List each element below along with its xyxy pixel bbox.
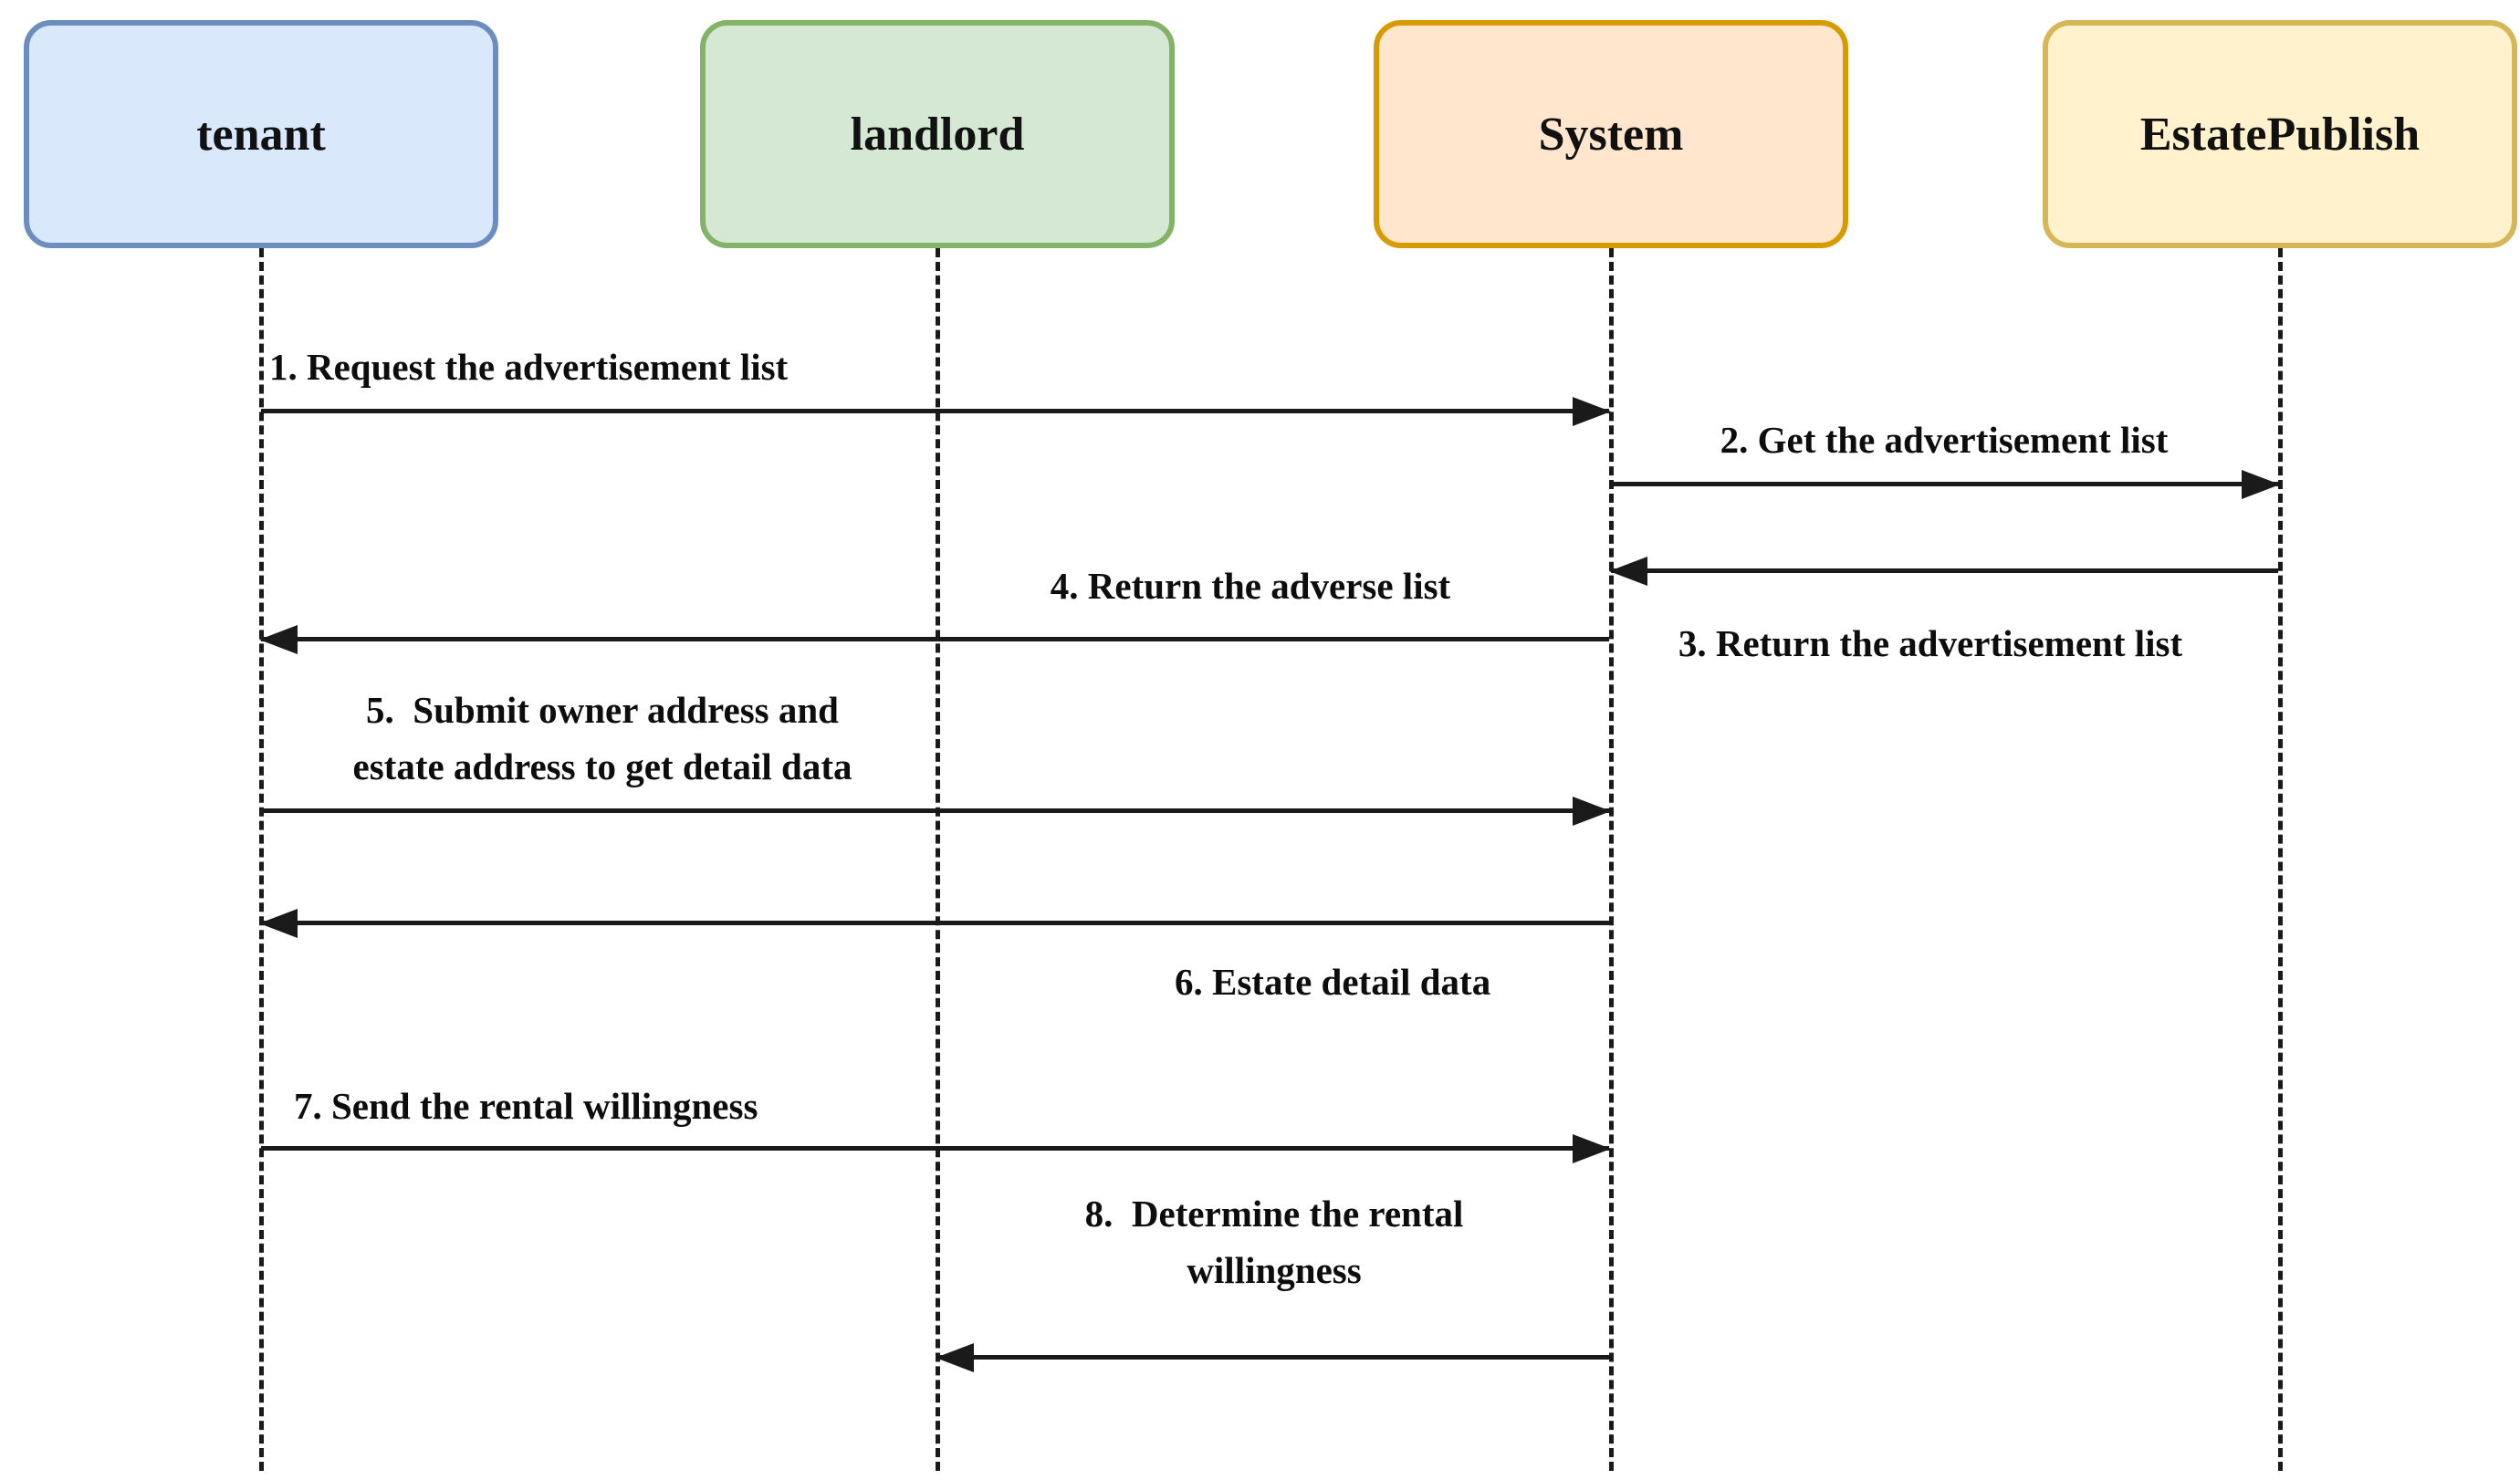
participant-landlord: landlord xyxy=(700,20,1175,248)
message-8-label: 8. Determine the rental willingness xyxy=(1084,1193,1464,1291)
participant-estatepublish-label: EstatePublish xyxy=(2139,108,2421,161)
lifeline-estatepublish xyxy=(2278,248,2283,1471)
message-2-label: 2. Get the advertisement list xyxy=(1720,419,2169,461)
participant-landlord-label: landlord xyxy=(850,108,1025,161)
message-8-arrow xyxy=(937,1355,1609,1360)
participant-system-label: System xyxy=(1538,108,1684,161)
message-1-arrow xyxy=(261,409,1609,413)
message-5-label: 5. Submit owner address and estate addre… xyxy=(352,689,852,787)
message-7-arrow xyxy=(261,1146,1609,1151)
message-2-arrow xyxy=(1611,482,2278,486)
participant-system: System xyxy=(1374,20,1848,248)
message-7-label: 7. Send the rental willingness xyxy=(294,1085,758,1127)
participant-tenant-label: tenant xyxy=(196,108,326,161)
participant-tenant: tenant xyxy=(24,20,498,248)
message-1-label: 1. Request the advertisement list xyxy=(269,346,789,388)
message-4-label: 4. Return the adverse list xyxy=(1050,565,1451,607)
lifeline-tenant xyxy=(259,248,264,1471)
lifeline-landlord xyxy=(936,248,940,1471)
message-6-arrow xyxy=(261,921,1609,925)
message-4-arrow xyxy=(261,637,1609,641)
lifeline-system xyxy=(1609,248,1614,1471)
message-6-label: 6. Estate detail data xyxy=(1175,961,1491,1003)
message-3-label: 3. Return the advertisement list xyxy=(1678,622,2183,664)
participant-estatepublish: EstatePublish xyxy=(2043,20,2517,248)
message-3-arrow xyxy=(1611,568,2278,573)
message-5-arrow xyxy=(261,808,1609,813)
